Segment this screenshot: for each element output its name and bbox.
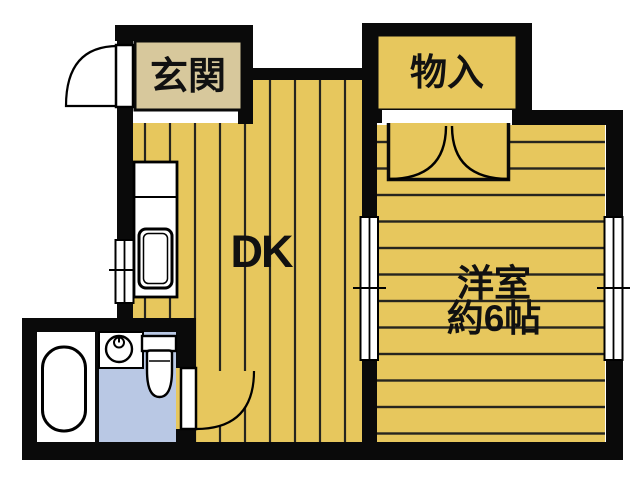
- wall-bath-top: [22, 318, 196, 332]
- door-swing-arc: [64, 44, 120, 108]
- western-room-label-line2: 約6帖: [447, 298, 542, 339]
- door-leaf: [114, 43, 135, 109]
- wall-bath-left: [22, 318, 37, 448]
- wall-partition-lower: [362, 360, 377, 445]
- closet-door-arc-left: [388, 125, 448, 181]
- wall-dk-top: [253, 68, 377, 80]
- wall-right-upper: [606, 123, 623, 217]
- kitchen-counter: [132, 160, 179, 299]
- entrance-label: 玄関: [150, 56, 226, 98]
- toilet-icon: [140, 334, 178, 399]
- wall-room-top: [532, 110, 623, 125]
- toilet-bowl: [145, 349, 174, 399]
- bathtub-icon: [41, 345, 87, 433]
- wall-top-entrance: [115, 25, 253, 41]
- wall-bottom: [22, 442, 623, 460]
- wall-storage-right: [517, 23, 532, 125]
- wall-bath-right-lower: [176, 429, 196, 444]
- wall-closet-nub-right: [512, 110, 517, 125]
- entrance-tile: [133, 39, 244, 112]
- entrance-door: [64, 43, 135, 109]
- room-labels: 玄関 物入 DK 洋室 約6帖: [150, 52, 541, 339]
- door-swing-arc: [195, 370, 256, 431]
- wall-right-lower: [606, 360, 623, 452]
- washing-machine-icon: [98, 331, 144, 369]
- kitchen-sink-basin: [142, 232, 169, 285]
- partition-sliding-opening: [353, 216, 386, 361]
- door-leaf: [179, 366, 198, 431]
- right-window: [597, 216, 630, 361]
- toilet-tank: [140, 334, 178, 353]
- bathroom-door: [179, 366, 256, 431]
- closet-opening: [382, 110, 512, 123]
- dk-label: DK: [231, 226, 294, 277]
- western-room-label-line1: 洋室: [457, 262, 531, 304]
- washing-machine-drum: [104, 334, 134, 364]
- storage-label: 物入: [410, 52, 484, 93]
- closet-door-frame: [386, 123, 511, 182]
- wall-partition-upper: [362, 33, 377, 217]
- wall-storage-top: [362, 23, 532, 35]
- closet-door-arc-right: [450, 125, 510, 181]
- wall-bath-divider: [95, 332, 99, 442]
- closet-double-doors: [382, 110, 512, 182]
- wall-closet-nub-left: [377, 110, 382, 123]
- wall-bath-right-upper: [176, 330, 196, 368]
